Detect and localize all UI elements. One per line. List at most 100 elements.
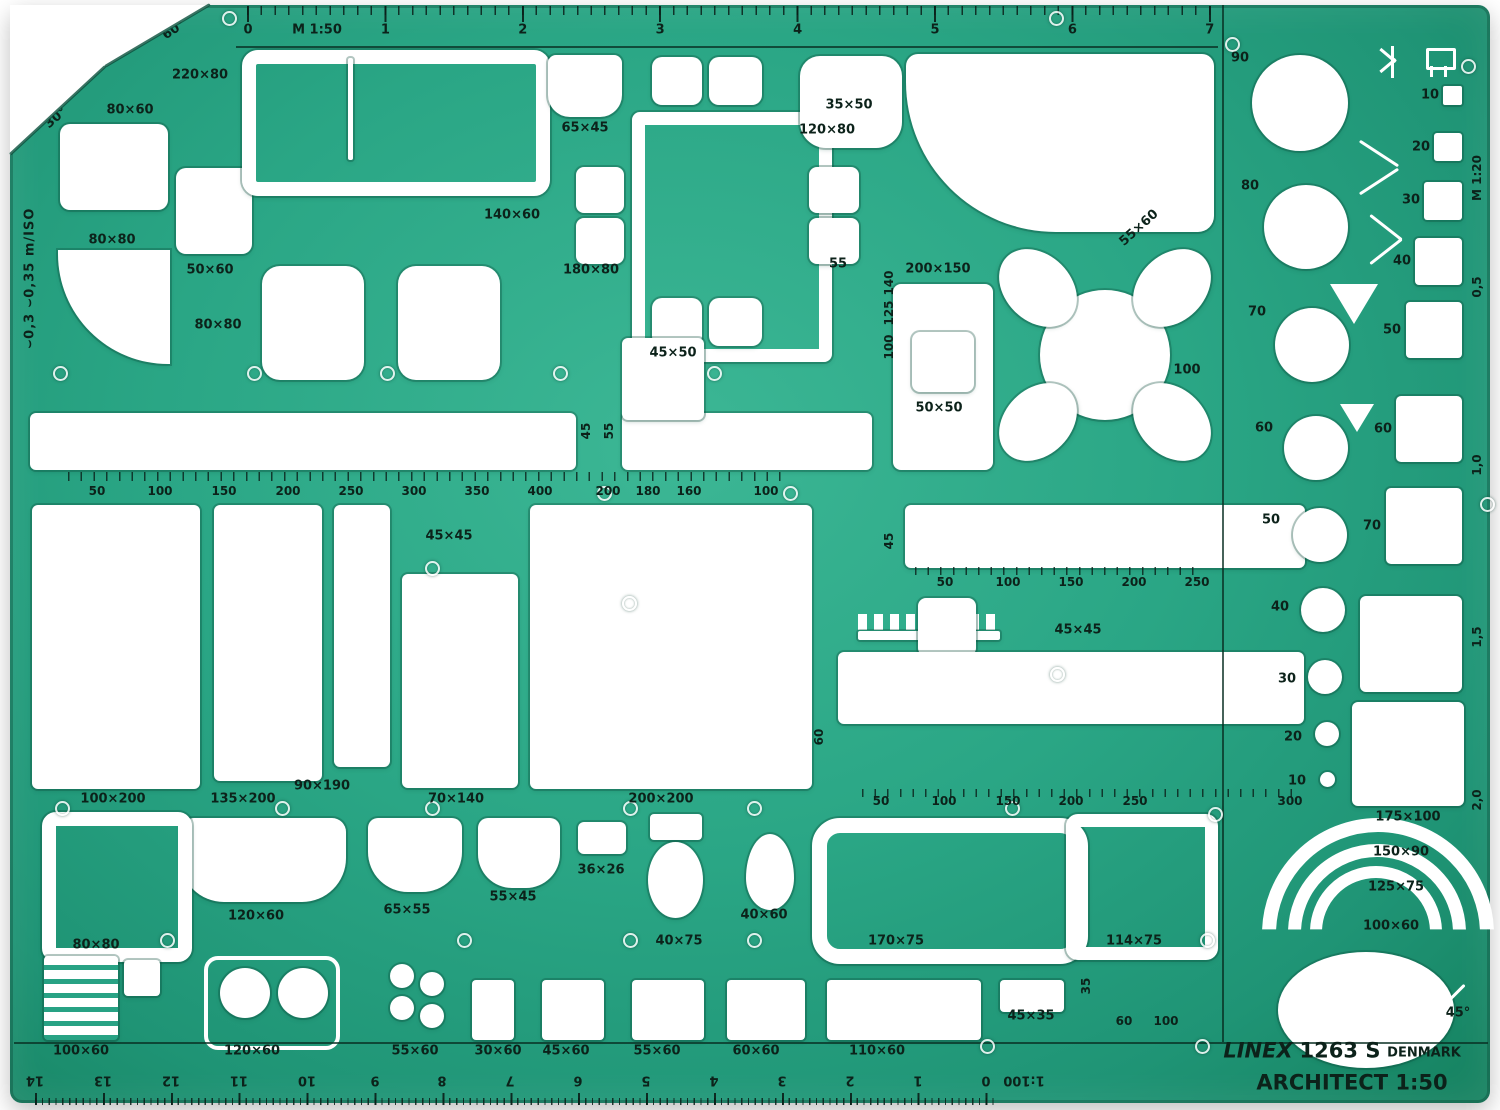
dim-label: 125	[882, 300, 896, 326]
dim-label: 55	[828, 256, 848, 272]
bed-pillow-line	[348, 58, 353, 160]
dim-label: 114×75	[1105, 933, 1163, 949]
square-60	[1396, 396, 1462, 462]
dim-label: 200×200	[628, 791, 694, 807]
strip-right	[622, 413, 872, 470]
circle-50	[1293, 508, 1347, 562]
armchair-80x80-a	[262, 266, 364, 380]
mid-scale-ticks	[68, 472, 786, 481]
circle-60	[1284, 416, 1348, 480]
alignment-hole	[1480, 497, 1495, 512]
dim-label: 55	[602, 422, 616, 440]
square-70	[1386, 488, 1462, 564]
small-square	[124, 960, 160, 996]
alignment-hole	[1461, 59, 1476, 74]
rect-80x60	[60, 124, 168, 210]
dim-label: 30×60	[474, 1043, 522, 1059]
top-ruler-number: 4	[793, 22, 803, 38]
sym-chair-seat	[1426, 48, 1456, 70]
dim-label: 350	[464, 484, 490, 498]
dim-label: 30	[1277, 671, 1297, 687]
bottom-ruler-number: 9	[369, 1072, 380, 1088]
dim-label: 50	[1382, 322, 1402, 338]
chair-55x45	[478, 818, 560, 888]
alignment-hole	[380, 366, 395, 381]
dim-label: 30	[1401, 192, 1421, 208]
dim-label: 150	[211, 484, 237, 498]
circle-10	[1320, 772, 1335, 787]
top-ruler-number: 2	[518, 22, 528, 38]
dim-label: 55×60	[391, 1043, 439, 1059]
dim-label: 120×80	[798, 122, 856, 138]
bottom-ruler-number: 4	[709, 1072, 719, 1088]
dim-label: 170×75	[867, 933, 925, 949]
dim-label: 35×50	[825, 97, 873, 113]
alignment-hole	[275, 801, 290, 816]
dim-label: 70	[1362, 518, 1382, 534]
alignment-hole	[425, 801, 440, 816]
dim-label: 180×80	[562, 262, 620, 278]
dim-label: 45×50	[649, 345, 697, 361]
dim-label: 200	[1121, 575, 1147, 589]
top-ruler-number: 6	[1067, 22, 1077, 38]
dim-label: 250	[1184, 575, 1210, 589]
dim-label: 200	[275, 484, 301, 498]
dim-label: 45°	[1445, 1005, 1471, 1021]
brand-series: ARCHITECT 1:50	[1256, 1070, 1448, 1095]
bottom-ruler-number: 14	[25, 1072, 45, 1088]
alignment-hole	[222, 11, 237, 26]
strip-left	[30, 413, 576, 470]
alignment-hole	[747, 933, 762, 948]
chair-top-a	[652, 57, 702, 105]
dim-label: 50	[936, 575, 954, 589]
tray-114x75	[1066, 814, 1218, 960]
bottom-ruler-number: 2	[845, 1072, 855, 1088]
circle-20	[1315, 722, 1339, 746]
strip-riser	[622, 338, 704, 420]
dim-label: 90×190	[293, 778, 351, 794]
bottom-ruler-number: 12	[161, 1072, 180, 1088]
burner-a	[220, 968, 270, 1018]
alignment-hole	[1200, 933, 1215, 948]
dim-label: 90	[1230, 50, 1250, 66]
rect-50x60	[176, 168, 252, 254]
alignment-hole	[623, 933, 638, 948]
alignment-hole	[1049, 11, 1064, 26]
rect-110x60	[827, 980, 981, 1040]
dim-label: 20	[1283, 729, 1303, 745]
rect-200x200	[530, 505, 812, 789]
ellipse-table	[1278, 952, 1454, 1068]
bottom-ruler-number: 10	[297, 1072, 316, 1088]
dim-label: 100×200	[80, 791, 146, 807]
brand-name: LINEX	[1223, 1038, 1293, 1063]
chair-top-b	[709, 57, 762, 105]
dim-label: 40×60	[740, 907, 788, 923]
dim-label: 55×60	[633, 1043, 681, 1059]
alignment-hole	[553, 366, 568, 381]
dim-label: 1,5	[1470, 626, 1484, 648]
top-ruler-major-ticks	[247, 6, 1217, 22]
dim-label: 40×75	[655, 933, 703, 949]
alignment-hole	[783, 486, 798, 501]
burner-b	[278, 968, 328, 1018]
dim-label: 100	[147, 484, 173, 498]
dim-label: 220×80	[171, 67, 229, 83]
alignment-hole	[1225, 37, 1240, 52]
dim-label: 45×45	[425, 528, 473, 544]
dim-label: 55×45	[489, 889, 537, 905]
dim-label: 80×60	[106, 102, 154, 118]
dim-label: 80×80	[194, 317, 242, 333]
line-width-markings: ⌣0,3 ⌣0,35 m/ISO	[22, 207, 38, 349]
dim-label: 65×45	[561, 120, 609, 136]
sym-chair-leg-a	[1430, 66, 1433, 77]
dim-label: 100	[1173, 362, 1201, 378]
sink-40x60	[746, 834, 794, 910]
rect-45x60	[542, 980, 604, 1040]
dim-label: 45×45	[1054, 622, 1102, 638]
trap-50x50	[912, 332, 974, 392]
dim-label: 100	[995, 575, 1021, 589]
dim-label: 300	[401, 484, 427, 498]
bottom-ruler-number: 7	[505, 1072, 515, 1088]
dim-label: 300	[1277, 794, 1303, 808]
